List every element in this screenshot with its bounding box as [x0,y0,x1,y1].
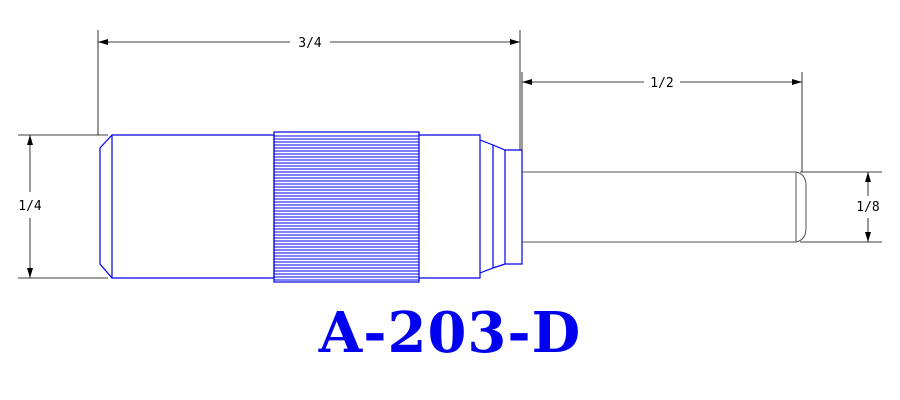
dimension-pin-diameter [800,171,882,243]
pin-outline [522,171,807,243]
knurled-section [273,131,420,283]
shoulder-step [479,139,523,274]
pin [522,171,807,243]
part-body [99,131,523,283]
body-left-section [99,134,275,279]
dimension-body-diameter-label: 1/4 [18,199,42,214]
body-right-section [419,134,481,279]
dimension-pin-diameter-label: 1/8 [856,200,879,215]
knurl-lines [274,135,419,281]
dimension-overall-length [97,30,521,150]
dimension-body-diameter [18,134,108,279]
dimension-pin-length-label: 1/2 [650,76,673,91]
dimension-overall-length-label: 3/4 [298,36,322,51]
part-number-title: A-203-D [318,300,582,366]
dimension-pin-length [521,72,803,172]
